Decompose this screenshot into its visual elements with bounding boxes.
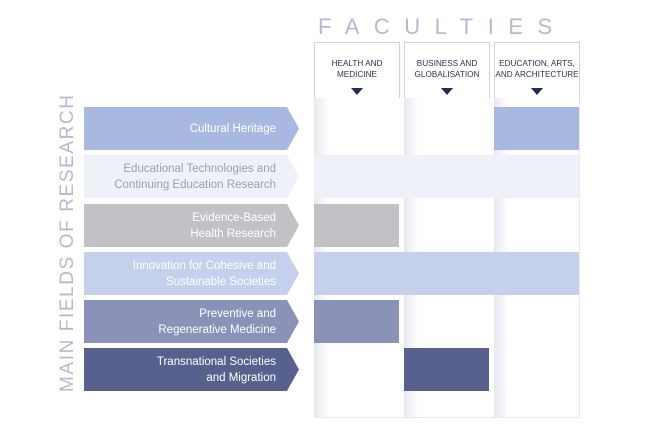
field-arrow-shape (84, 300, 299, 343)
cell-cultural-heritage-education (494, 107, 579, 150)
faculty-education-arts-architecture: EDUCATION, ARTS,AND ARCHITECTURE (494, 42, 580, 98)
cell-innovation-all (314, 252, 579, 295)
cell-edtech-all (314, 155, 579, 198)
column-divider (579, 98, 580, 418)
field-arrow-shape (84, 252, 299, 295)
cell-evidence-health (314, 204, 399, 247)
cell-preventive-health (314, 300, 399, 343)
field-arrow-shape (84, 348, 299, 391)
down-arrow-icon (441, 88, 453, 95)
main-fields-title: MAIN FIELDS OF RESEARCH (57, 93, 78, 392)
down-arrow-icon (531, 88, 543, 95)
down-arrow-icon (351, 88, 363, 95)
field-arrow-shape (84, 107, 299, 150)
field-arrow-shape (84, 204, 299, 247)
faculty-label: EDUCATION, ARTS,AND ARCHITECTURE (495, 59, 579, 79)
faculties-title: FACULTIES (318, 14, 567, 39)
grid-bottom-line (314, 417, 579, 418)
field-arrow-shape (84, 155, 299, 198)
field-label: Cultural Heritage (189, 122, 276, 135)
field-cultural-heritage: Cultural Heritage (84, 107, 299, 150)
cell-transnational-business (404, 348, 489, 391)
